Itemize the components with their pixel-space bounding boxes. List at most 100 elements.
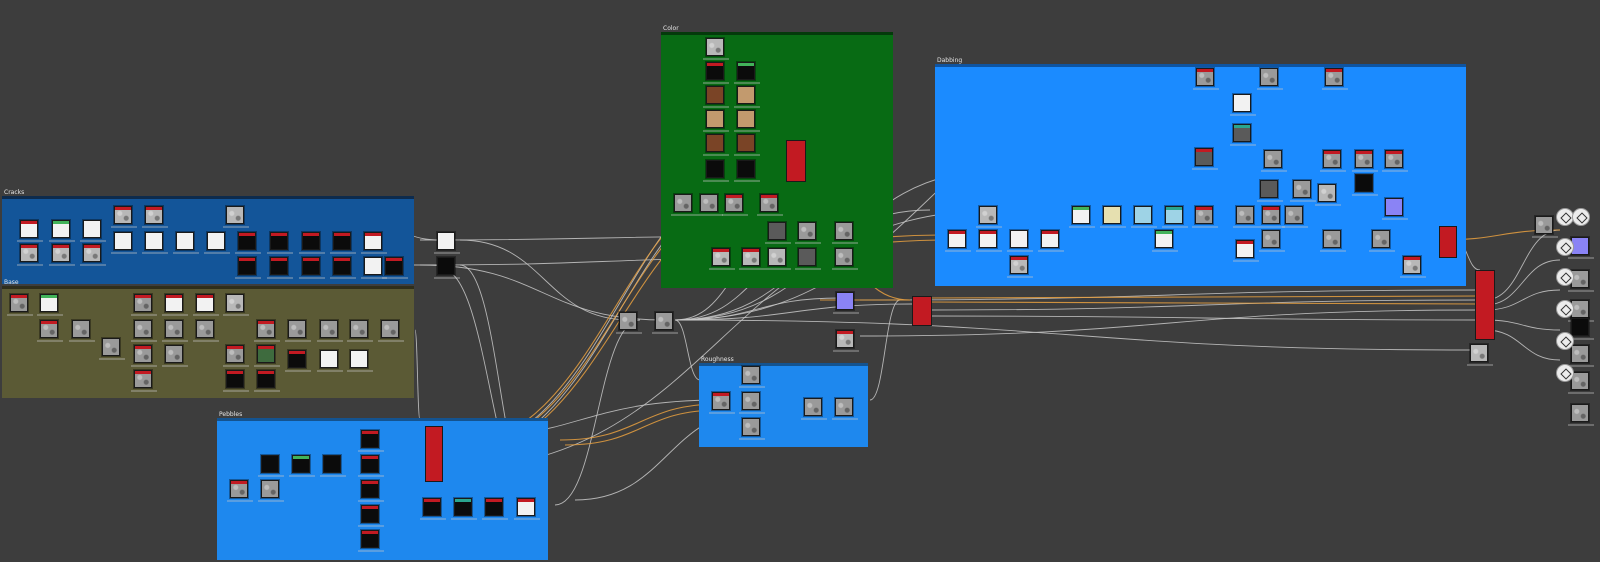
frame-color[interactable]: Color bbox=[661, 25, 893, 288]
graph-node[interactable] bbox=[285, 320, 311, 342]
graph-node[interactable] bbox=[739, 418, 765, 440]
output-node-icon[interactable] bbox=[1556, 364, 1574, 382]
graph-node[interactable] bbox=[434, 232, 460, 254]
graph-node[interactable] bbox=[703, 134, 729, 156]
graph-node[interactable] bbox=[223, 206, 249, 228]
graph-node[interactable] bbox=[482, 498, 508, 520]
graph-node[interactable] bbox=[162, 320, 188, 342]
graph-node[interactable] bbox=[1007, 230, 1033, 252]
graph-node[interactable] bbox=[722, 194, 748, 216]
graph-node[interactable] bbox=[1352, 150, 1378, 172]
graph-node[interactable] bbox=[1007, 256, 1033, 278]
graph-node[interactable] bbox=[235, 232, 261, 254]
graph-node[interactable] bbox=[254, 345, 280, 367]
graph-node[interactable] bbox=[832, 398, 858, 420]
graph-node[interactable] bbox=[111, 232, 137, 254]
graph-node[interactable] bbox=[1069, 206, 1095, 228]
graph-node[interactable] bbox=[703, 110, 729, 132]
graph-node[interactable] bbox=[358, 480, 384, 502]
graph-node[interactable] bbox=[757, 194, 783, 216]
graph-node[interactable] bbox=[69, 320, 95, 342]
graph-node[interactable] bbox=[1257, 68, 1283, 90]
graph-node[interactable] bbox=[832, 248, 858, 270]
graph-node[interactable] bbox=[1290, 180, 1316, 202]
graph-node[interactable] bbox=[1230, 94, 1256, 116]
graph-node[interactable] bbox=[258, 455, 284, 477]
output-node-icon[interactable] bbox=[1556, 238, 1574, 256]
output-node-icon[interactable] bbox=[1556, 332, 1574, 350]
frame-dabbing[interactable]: Dabbing bbox=[935, 57, 1466, 286]
graph-node[interactable] bbox=[267, 257, 293, 279]
graph-node[interactable] bbox=[1568, 372, 1594, 394]
graph-node[interactable] bbox=[945, 230, 971, 252]
graph-node[interactable] bbox=[80, 244, 106, 266]
graph-node[interactable] bbox=[361, 257, 387, 279]
graph-node[interactable] bbox=[80, 220, 106, 242]
graph-node[interactable] bbox=[193, 294, 219, 316]
graph-node[interactable] bbox=[162, 345, 188, 367]
graph-node[interactable] bbox=[17, 220, 43, 242]
graph-node[interactable] bbox=[358, 455, 384, 477]
graph-node[interactable] bbox=[347, 320, 373, 342]
graph-node[interactable] bbox=[1532, 216, 1558, 238]
graph-node[interactable] bbox=[1568, 237, 1594, 259]
graph-node[interactable] bbox=[1568, 345, 1594, 367]
graph-node[interactable] bbox=[703, 160, 729, 182]
graph-node[interactable] bbox=[1193, 68, 1219, 90]
blend-node[interactable] bbox=[912, 296, 932, 326]
graph-node[interactable] bbox=[17, 244, 43, 266]
graph-node[interactable] bbox=[833, 330, 859, 352]
graph-node[interactable] bbox=[1233, 240, 1259, 262]
graph-node[interactable] bbox=[1315, 184, 1341, 206]
graph-node[interactable] bbox=[382, 257, 408, 279]
graph-node[interactable] bbox=[131, 370, 157, 392]
graph-node[interactable] bbox=[330, 257, 356, 279]
graph-node[interactable] bbox=[652, 312, 678, 334]
graph-node[interactable] bbox=[131, 320, 157, 342]
graph-node[interactable] bbox=[739, 248, 765, 270]
graph-node[interactable] bbox=[299, 257, 325, 279]
graph-node[interactable] bbox=[173, 232, 199, 254]
graph-node[interactable] bbox=[739, 366, 765, 388]
output-node-icon[interactable] bbox=[1572, 208, 1590, 226]
graph-node[interactable] bbox=[1282, 206, 1308, 228]
graph-node[interactable] bbox=[451, 498, 477, 520]
graph-node[interactable] bbox=[734, 110, 760, 132]
graph-node[interactable] bbox=[204, 232, 230, 254]
graph-node[interactable] bbox=[111, 206, 137, 228]
graph-node[interactable] bbox=[330, 232, 356, 254]
blend-node[interactable] bbox=[425, 426, 443, 482]
graph-node[interactable] bbox=[258, 480, 284, 502]
graph-node[interactable] bbox=[1259, 206, 1285, 228]
graph-node[interactable] bbox=[697, 194, 723, 216]
graph-node[interactable] bbox=[765, 248, 791, 270]
graph-node[interactable] bbox=[1230, 124, 1256, 146]
graph-node[interactable] bbox=[434, 257, 460, 279]
graph-node[interactable] bbox=[765, 222, 791, 244]
graph-node[interactable] bbox=[833, 292, 859, 314]
graph-node[interactable] bbox=[142, 232, 168, 254]
graph-node[interactable] bbox=[734, 160, 760, 182]
graph-node[interactable] bbox=[1100, 206, 1126, 228]
graph-node[interactable] bbox=[347, 350, 373, 372]
graph-node[interactable] bbox=[223, 294, 249, 316]
graph-node[interactable] bbox=[1467, 344, 1493, 366]
blend-node[interactable] bbox=[786, 140, 806, 182]
graph-node[interactable] bbox=[1382, 150, 1408, 172]
graph-node[interactable] bbox=[1322, 68, 1348, 90]
graph-node[interactable] bbox=[1568, 404, 1594, 426]
graph-node[interactable] bbox=[227, 480, 253, 502]
graph-node[interactable] bbox=[1568, 318, 1594, 340]
graph-node[interactable] bbox=[37, 320, 63, 342]
graph-node[interactable] bbox=[317, 350, 343, 372]
graph-node[interactable] bbox=[703, 38, 729, 60]
output-node-icon[interactable] bbox=[1556, 268, 1574, 286]
graph-node[interactable] bbox=[1257, 180, 1283, 202]
graph-node[interactable] bbox=[1152, 230, 1178, 252]
output-node-icon[interactable] bbox=[1556, 300, 1574, 318]
graph-node[interactable] bbox=[131, 345, 157, 367]
graph-node[interactable] bbox=[703, 86, 729, 108]
graph-node[interactable] bbox=[1352, 174, 1378, 196]
graph-node[interactable] bbox=[795, 248, 821, 270]
graph-node[interactable] bbox=[709, 248, 735, 270]
